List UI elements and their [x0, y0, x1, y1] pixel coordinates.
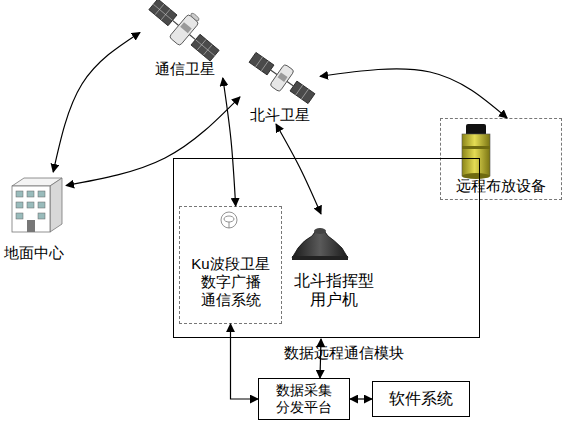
terminal-node: 北斗指挥型 用户机 — [284, 214, 384, 339]
connector-arrow — [276, 124, 321, 214]
satellite-icon — [144, 0, 227, 67]
connector-arrow — [319, 339, 321, 378]
connector-arrow — [231, 324, 259, 399]
connector-arrow — [320, 69, 507, 118]
module-box: 数据远程通信模块Ku波段卫星 数字广播 通信系统北斗指挥型 用户机 — [173, 158, 480, 338]
buoy-icon — [462, 124, 490, 179]
node-label: 远程布放设备 — [456, 177, 546, 195]
satellite-node: 通信卫星 — [140, 2, 230, 78]
connector-arrow — [350, 398, 372, 399]
node-label: 数据采集 分发平台 — [269, 382, 339, 416]
satellite-node: 北斗卫星 — [240, 56, 320, 124]
connector-arrow — [223, 78, 236, 206]
node-label: 北斗指挥型 用户机 — [284, 271, 384, 309]
dish-icon — [221, 212, 237, 228]
connector-arrow — [66, 97, 240, 186]
terminal-icon — [292, 228, 348, 260]
node-label: 数据远程通信模块 — [284, 344, 404, 362]
subsystem-box: Ku波段卫星 数字广播 通信系统 — [179, 206, 282, 324]
node-label: 通信卫星 — [155, 60, 215, 78]
node-label: 地面中心 — [4, 244, 64, 262]
building-icon — [12, 178, 62, 232]
satellite-icon — [245, 47, 319, 110]
connector-arrow — [53, 32, 140, 172]
ground-station-node: 地面中心 — [2, 172, 66, 262]
node-label: Ku波段卫星 数字广播 通信系统 — [188, 255, 274, 309]
device-box: 远程布放设备 — [440, 118, 562, 200]
process-box: 数据采集 分发平台 — [258, 378, 350, 420]
node-label: 北斗卫星 — [250, 106, 310, 124]
node-label: 软件系统 — [389, 389, 453, 408]
process-box: 软件系统 — [372, 381, 470, 417]
